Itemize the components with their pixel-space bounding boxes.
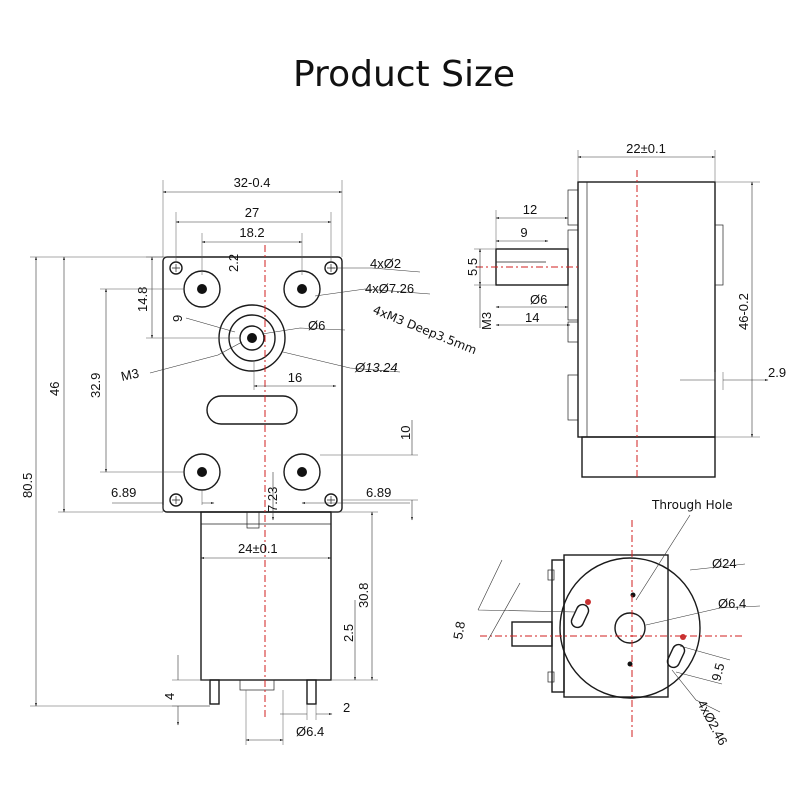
front-view: 32-0.4 27 18.2 2.2 14.8 9 32.9 46 80.5 4… bbox=[20, 175, 479, 745]
terminal-left bbox=[209, 679, 220, 705]
corner-screw-bottom-right bbox=[324, 493, 338, 507]
side-dim-12: 12 bbox=[523, 202, 537, 217]
through-hole-label: Through Hole bbox=[651, 498, 733, 512]
dim-4: 4 bbox=[162, 693, 177, 700]
corner-screw-bottom-left bbox=[169, 493, 183, 507]
side-motor-stub bbox=[581, 436, 716, 478]
dim-6-4: Ø6.4 bbox=[296, 724, 324, 739]
dim-10: 10 bbox=[398, 426, 413, 440]
dim-6: Ø6 bbox=[308, 318, 325, 333]
motor-shaft-tab bbox=[246, 511, 260, 529]
housing-slot bbox=[206, 395, 298, 425]
side-dim-46: 46-0.2 bbox=[736, 293, 751, 330]
side-view: 22±0.1 12 9 5.5 M3 Ø6 14 46-0.2 2.9 bbox=[465, 141, 786, 480]
dim-width-total: 32-0.4 bbox=[234, 175, 271, 190]
dim-14-8: 14.8 bbox=[135, 287, 150, 312]
dim-6-89-right: 6.89 bbox=[366, 485, 391, 500]
motor-body bbox=[200, 511, 332, 681]
page-title: Product Size bbox=[293, 54, 515, 95]
side-dim-5-5: 5.5 bbox=[465, 258, 480, 276]
dim-32-9: 32.9 bbox=[88, 373, 103, 398]
mount-hole-bottom-right bbox=[283, 453, 321, 491]
side-dim-22: 22±0.1 bbox=[626, 141, 666, 156]
end-dim-6-4: Ø6,4 bbox=[718, 596, 746, 611]
dim-6-89-left: 6.89 bbox=[111, 485, 136, 500]
side-dim-m3: M3 bbox=[479, 312, 494, 330]
corner-screw-top-left bbox=[169, 261, 183, 275]
end-dim-24: Ø24 bbox=[712, 556, 737, 571]
dim-m3: M3 bbox=[120, 366, 141, 384]
side-dim-14: 14 bbox=[525, 310, 539, 325]
dim-width-inner: 18.2 bbox=[239, 225, 264, 240]
end-terminal-slot-right bbox=[666, 643, 686, 669]
mount-hole-top-right bbox=[283, 270, 321, 308]
mount-hole-bottom-left bbox=[183, 453, 221, 491]
motor-end-cap bbox=[559, 557, 701, 699]
end-center-bore bbox=[614, 612, 646, 644]
side-dim-6: Ø6 bbox=[530, 292, 547, 307]
brush-cap bbox=[239, 679, 275, 691]
dim-13-24: Ø13.24 bbox=[354, 360, 398, 375]
side-dim-2-9: 2.9 bbox=[768, 365, 786, 380]
end-dim-5-8: 5.8 bbox=[450, 620, 468, 640]
dim-4x7-26: 4xØ7.26 bbox=[365, 281, 414, 296]
mount-hole-top-left bbox=[183, 270, 221, 308]
dim-24: 24±0.1 bbox=[238, 541, 278, 556]
deep-note: 4xM3 Deep3.5mm bbox=[371, 303, 479, 357]
dim-4x2: 4xØ2 bbox=[370, 256, 401, 271]
dim-30-8: 30.8 bbox=[356, 583, 371, 608]
side-gearbox bbox=[577, 181, 716, 438]
end-dim-9-5: 9.5 bbox=[708, 661, 727, 682]
dim-2: 2 bbox=[343, 700, 350, 715]
dim-small-offset: 2.2 bbox=[226, 254, 241, 272]
end-shaft bbox=[511, 621, 553, 647]
end-view: Through Hole Ø24 Ø6,4 5.8 9.5 4xØ2.46 bbox=[450, 498, 761, 748]
end-terminal-slot-left bbox=[570, 603, 590, 629]
dim-width-holes: 27 bbox=[245, 205, 259, 220]
dim-2-5: 2.5 bbox=[341, 624, 356, 642]
dim-80-5: 80.5 bbox=[20, 473, 35, 498]
dim-9: 9 bbox=[170, 315, 185, 322]
gearbox-plate bbox=[162, 256, 343, 513]
dim-46: 46 bbox=[47, 382, 62, 396]
end-dim-4x2-46: 4xØ2.46 bbox=[694, 697, 730, 747]
terminal-right bbox=[306, 679, 317, 705]
side-dim-9: 9 bbox=[520, 225, 527, 240]
dim-16: 16 bbox=[288, 370, 302, 385]
dim-7-23: 7.23 bbox=[265, 487, 280, 512]
